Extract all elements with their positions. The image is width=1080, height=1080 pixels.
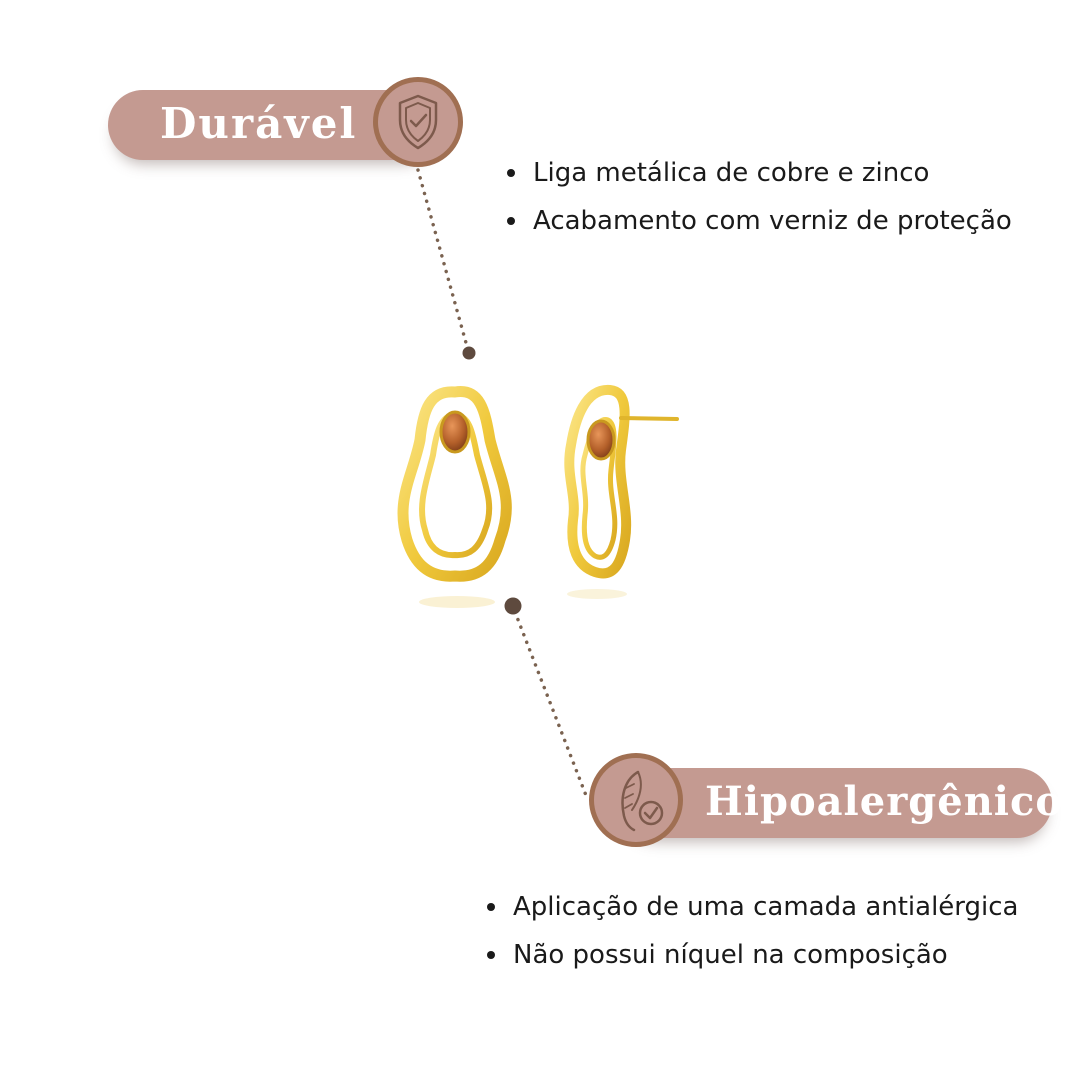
right-earring-inner	[580, 417, 618, 560]
durable-connector	[416, 168, 470, 352]
list-item: Não possui níquel na composição	[485, 931, 1019, 979]
feather-check-icon	[621, 770, 664, 832]
hypoallergenic-pill	[620, 768, 1052, 838]
right-earring-outer	[564, 385, 632, 579]
hypoallergenic-connector	[513, 610, 589, 800]
hypoallergenic-badge	[589, 753, 683, 847]
shield-check-icon	[398, 94, 438, 150]
product-earrings-image	[397, 385, 679, 608]
list-item: Acabamento com verniz de proteção	[505, 197, 1012, 245]
left-earring-inner	[419, 411, 493, 559]
left-earring-outer	[397, 386, 512, 582]
durable-connector-dot	[462, 346, 476, 360]
left-earring-stone	[439, 410, 471, 454]
durable-badge	[373, 77, 463, 167]
right-earring-post	[619, 416, 679, 421]
list-item: Liga metálica de cobre e zinco	[505, 149, 1012, 197]
hypoallergenic-title: Hipoalergênico	[705, 778, 1064, 825]
list-item: Aplicação de uma camada antialérgica	[485, 883, 1019, 931]
durable-bullet-list: Liga metálica de cobre e zinco Acabament…	[505, 149, 1012, 245]
earring-reflection	[567, 589, 627, 599]
hypoallergenic-connector-dot	[504, 597, 522, 615]
earring-reflection	[419, 596, 495, 608]
durable-title: Durável	[160, 99, 358, 148]
hypoallergenic-bullet-list: Aplicação de uma camada antialérgica Não…	[485, 883, 1019, 979]
right-earring-stone	[586, 419, 616, 461]
